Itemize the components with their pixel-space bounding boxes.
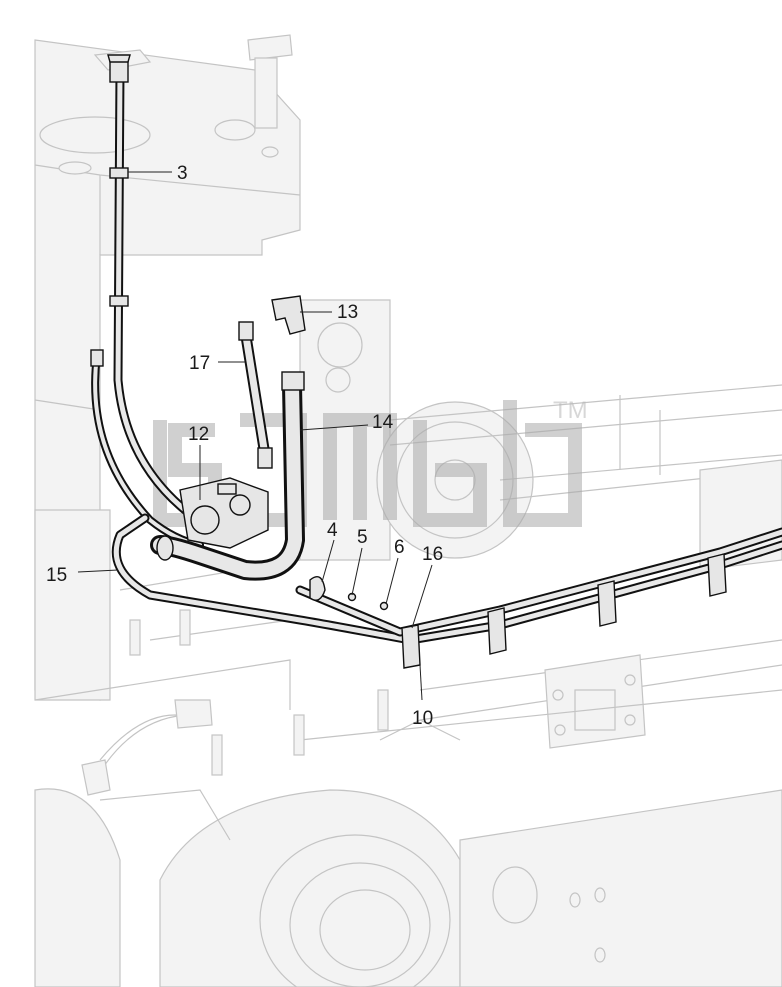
callout-labels: 3 13 17 14 12 4 5 6 16 15 10	[46, 163, 443, 729]
callout-5: 5	[357, 527, 368, 548]
leader-lines	[77, 171, 433, 701]
callout-4: 4	[327, 520, 338, 541]
callout-10: 10	[412, 708, 433, 729]
callout-17: 17	[189, 353, 210, 374]
callout-13: 13	[337, 302, 358, 323]
hydraulic-assembly	[90, 54, 782, 669]
callout-15: 15	[46, 565, 67, 586]
callout-3: 3	[177, 163, 188, 184]
callout-6: 6	[394, 537, 405, 558]
callout-14: 14	[372, 412, 394, 433]
callout-16: 16	[422, 544, 443, 565]
callout-12: 12	[188, 424, 209, 445]
trademark-mark: TM	[553, 397, 588, 424]
